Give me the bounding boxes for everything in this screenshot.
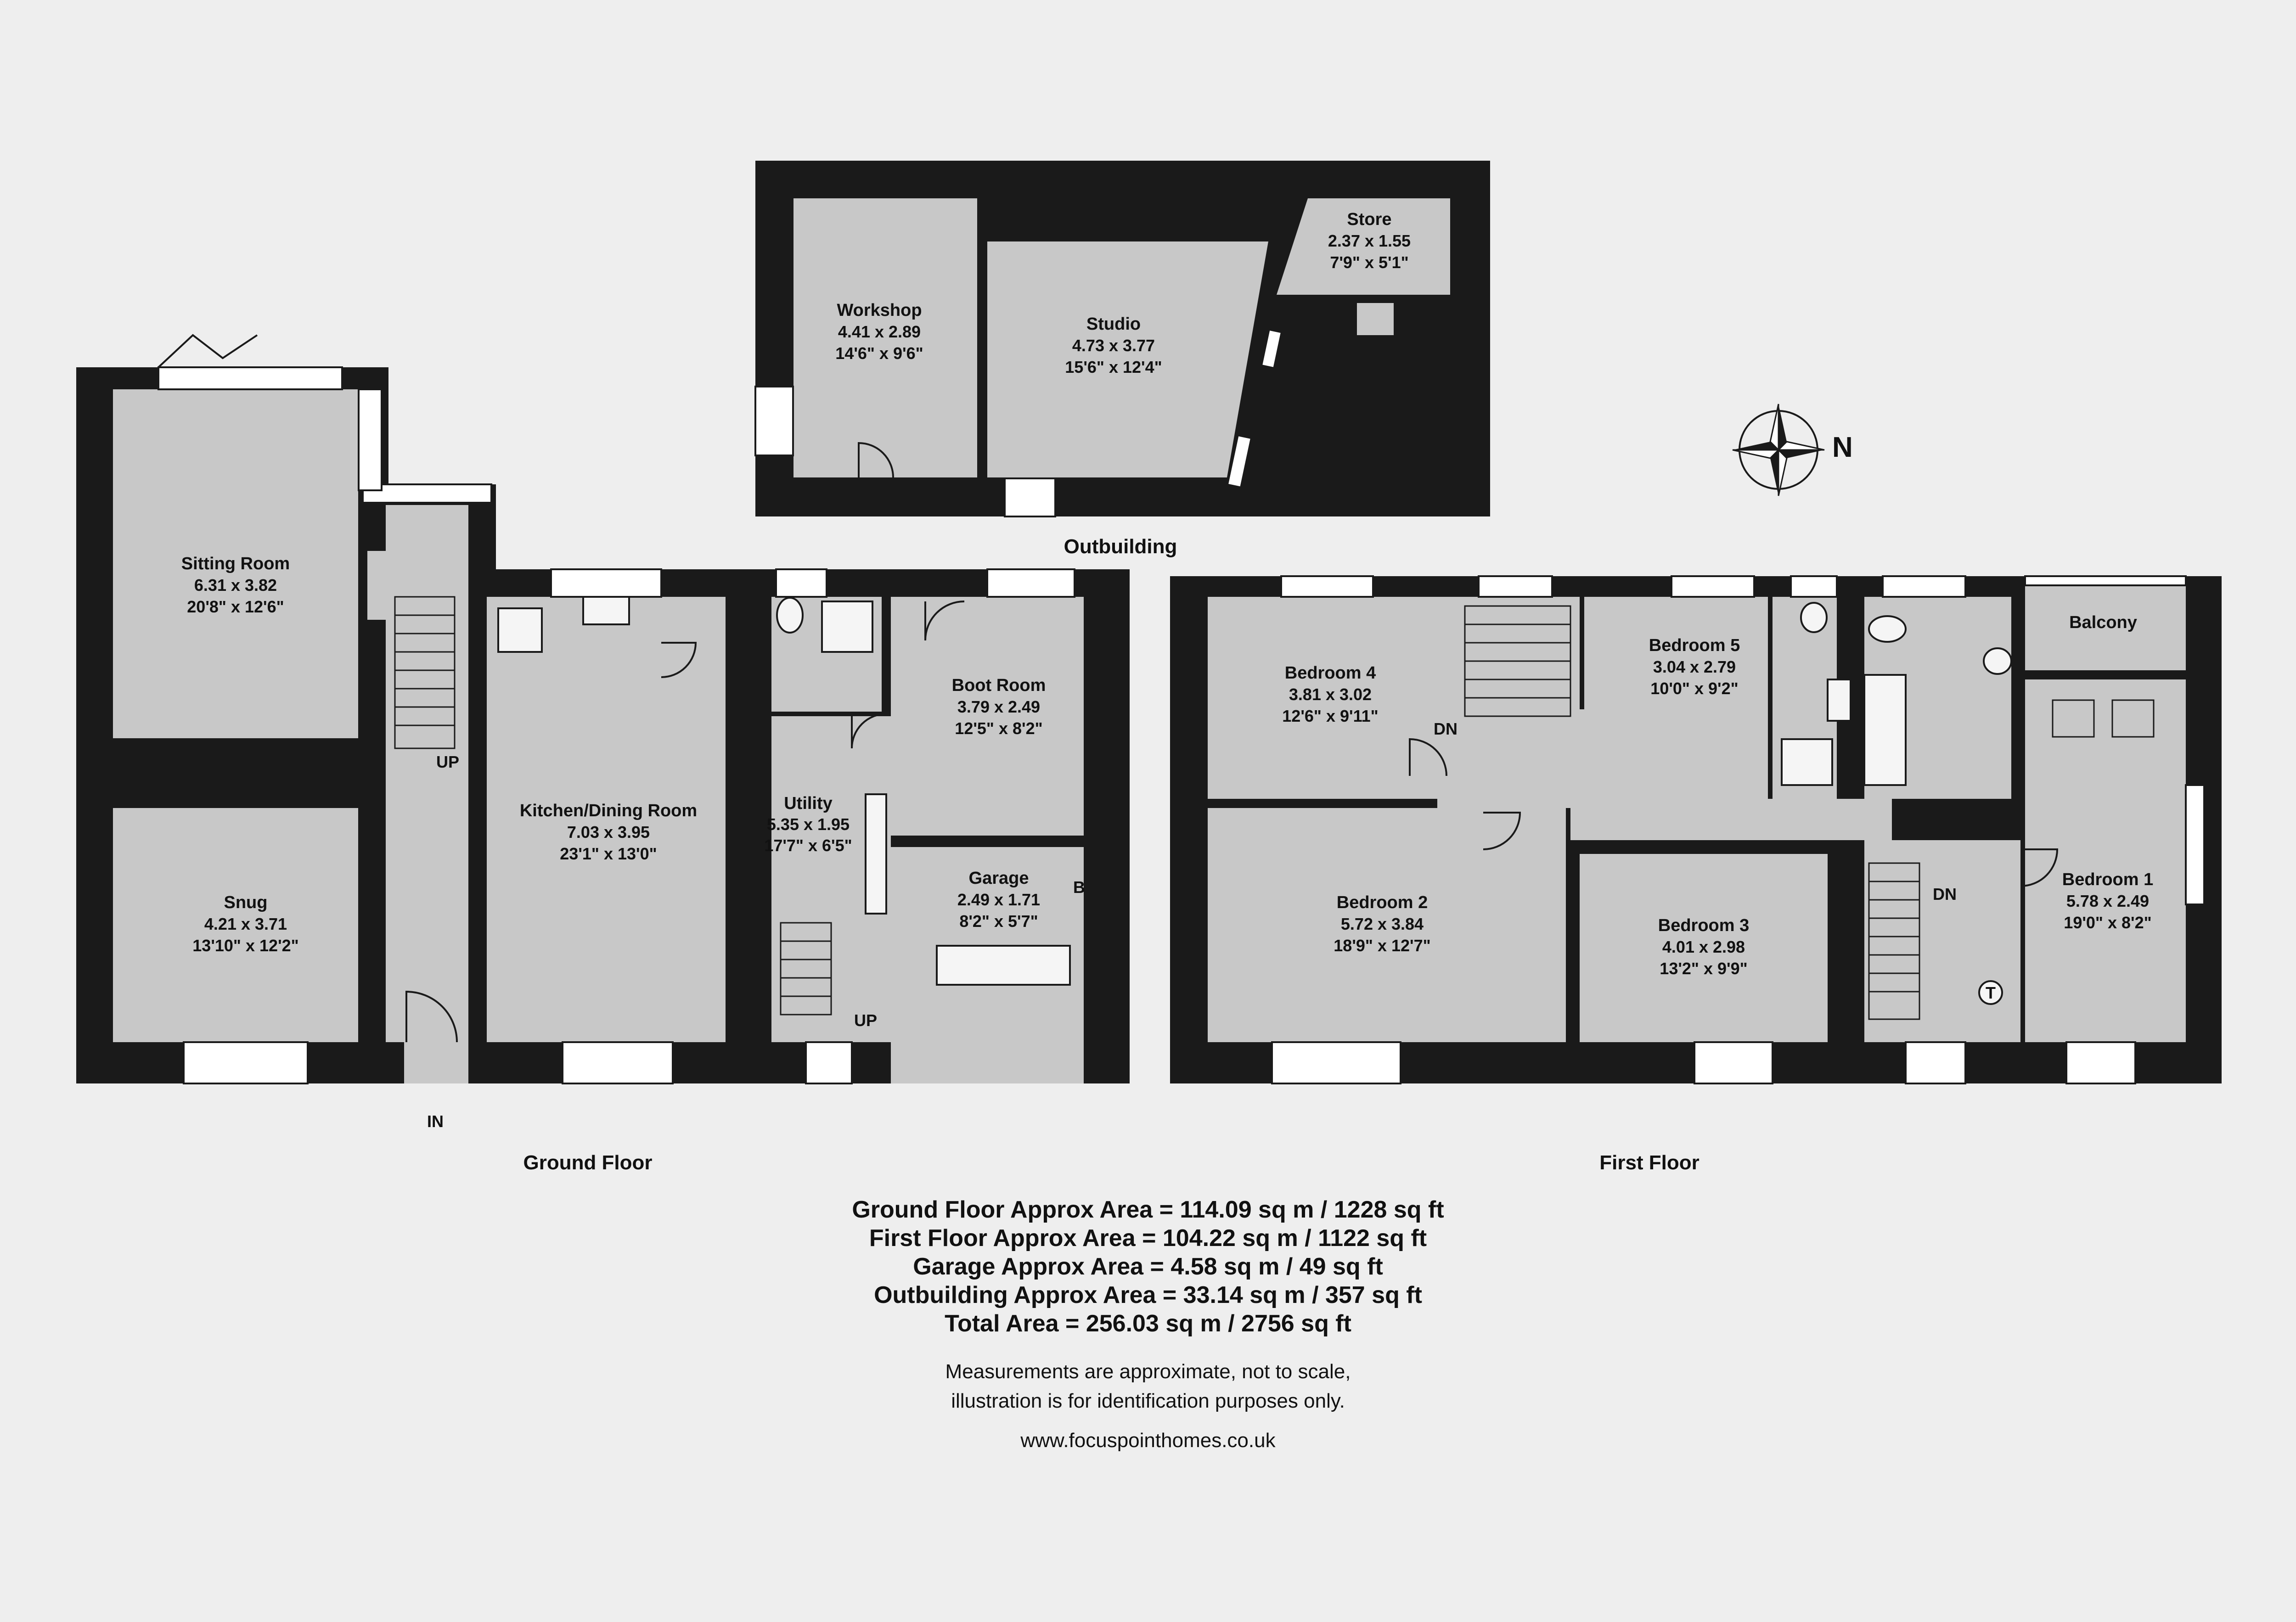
room-metric-bedroom-5: 3.04 x 2.79 bbox=[1653, 657, 1736, 676]
website-link[interactable]: www.focuspointhomes.co.uk bbox=[1020, 1429, 1276, 1452]
room-name-snug: Snug bbox=[224, 893, 268, 912]
ground-floor-plan bbox=[76, 334, 1130, 1084]
outbuilding bbox=[754, 161, 1490, 517]
first-floor-label: First Floor bbox=[1599, 1151, 1699, 1174]
room-name-sitting-room: Sitting Room bbox=[181, 554, 290, 573]
area-total: Total Area = 256.03 sq m / 2756 sq ft bbox=[945, 1310, 1351, 1337]
room-name-bedroom-1: Bedroom 1 bbox=[2062, 870, 2153, 889]
room-name-store: Store bbox=[1347, 210, 1391, 229]
stairs-down-right-label: DN bbox=[1933, 885, 1957, 904]
room-metric-boot-room: 3.79 x 2.49 bbox=[957, 697, 1040, 716]
disclaimer-line-2: illustration is for identification purpo… bbox=[951, 1390, 1345, 1412]
disclaimer-line-1: Measurements are approximate, not to sca… bbox=[945, 1360, 1351, 1383]
compass-north-label: N bbox=[1832, 432, 1853, 463]
room-imperial-kitchen-dining: 23'1" x 13'0" bbox=[560, 844, 657, 863]
balcony-label: Balcony bbox=[2069, 613, 2137, 632]
tank-label: T bbox=[1986, 983, 1996, 1002]
room-metric-workshop: 4.41 x 2.89 bbox=[838, 322, 921, 341]
room-imperial-bedroom-1: 19'0" x 8'2" bbox=[2064, 913, 2151, 932]
room-metric-bedroom-3: 4.01 x 2.98 bbox=[1662, 937, 1745, 956]
stairs-up-label: UP bbox=[436, 752, 459, 771]
room-name-bedroom-2: Bedroom 2 bbox=[1337, 893, 1428, 912]
room-imperial-bedroom-2: 18'9" x 12'7" bbox=[1334, 936, 1430, 955]
boiler-label: B bbox=[1073, 878, 1085, 897]
room-imperial-sitting-room: 20'8" x 12'6" bbox=[187, 597, 284, 616]
room-imperial-bedroom-3: 13'2" x 9'9" bbox=[1660, 959, 1747, 978]
room-metric-bedroom-2: 5.72 x 3.84 bbox=[1341, 915, 1424, 933]
room-metric-bedroom-1: 5.78 x 2.49 bbox=[2066, 892, 2149, 910]
room-imperial-utility: 17'7" x 6'5" bbox=[764, 836, 852, 855]
room-metric-utility: 5.35 x 1.95 bbox=[767, 815, 850, 834]
ground-floor-label: Ground Floor bbox=[523, 1151, 652, 1174]
stairs-up-utility-label: UP bbox=[854, 1011, 877, 1030]
room-imperial-workshop: 14'6" x 9'6" bbox=[835, 344, 923, 363]
room-metric-kitchen-dining: 7.03 x 3.95 bbox=[567, 823, 650, 842]
compass-icon bbox=[1732, 404, 1825, 496]
room-name-bedroom-3: Bedroom 3 bbox=[1658, 916, 1749, 935]
room-metric-sitting-room: 6.31 x 3.82 bbox=[194, 576, 277, 595]
room-name-garage: Garage bbox=[969, 869, 1029, 888]
entrance-label: IN bbox=[427, 1112, 444, 1131]
room-imperial-garage: 8'2" x 5'7" bbox=[959, 912, 1038, 931]
stairs-down-label: DN bbox=[1434, 719, 1458, 738]
outbuilding-label: Outbuilding bbox=[1064, 535, 1177, 558]
area-outbuilding: Outbuilding Approx Area = 33.14 sq m / 3… bbox=[874, 1282, 1422, 1308]
room-name-bedroom-5: Bedroom 5 bbox=[1649, 636, 1740, 655]
room-name-boot-room: Boot Room bbox=[952, 676, 1046, 695]
room-imperial-store: 7'9" x 5'1" bbox=[1330, 253, 1408, 272]
first-floor-plan bbox=[1170, 575, 2222, 1084]
area-garage: Garage Approx Area = 4.58 sq m / 49 sq f… bbox=[913, 1253, 1383, 1280]
room-imperial-boot-room: 12'5" x 8'2" bbox=[955, 719, 1042, 738]
room-name-kitchen-dining: Kitchen/Dining Room bbox=[520, 801, 697, 820]
area-first-floor: First Floor Approx Area = 104.22 sq m / … bbox=[869, 1225, 1427, 1252]
area-ground-floor: Ground Floor Approx Area = 114.09 sq m /… bbox=[852, 1196, 1444, 1223]
room-imperial-snug: 13'10" x 12'2" bbox=[192, 936, 298, 955]
room-name-workshop: Workshop bbox=[837, 301, 922, 320]
room-imperial-studio: 15'6" x 12'4" bbox=[1065, 358, 1162, 376]
room-metric-store: 2.37 x 1.55 bbox=[1328, 231, 1411, 250]
room-imperial-bedroom-5: 10'0" x 9'2" bbox=[1650, 679, 1738, 698]
room-metric-snug: 4.21 x 3.71 bbox=[204, 915, 287, 933]
room-metric-garage: 2.49 x 1.71 bbox=[957, 890, 1040, 909]
room-name-bedroom-4: Bedroom 4 bbox=[1285, 663, 1376, 683]
room-name-studio: Studio bbox=[1086, 314, 1141, 334]
room-name-utility: Utility bbox=[784, 794, 833, 813]
room-imperial-bedroom-4: 12'6" x 9'11" bbox=[1282, 707, 1378, 725]
room-metric-bedroom-4: 3.81 x 3.02 bbox=[1289, 685, 1372, 704]
room-metric-studio: 4.73 x 3.77 bbox=[1072, 336, 1155, 355]
